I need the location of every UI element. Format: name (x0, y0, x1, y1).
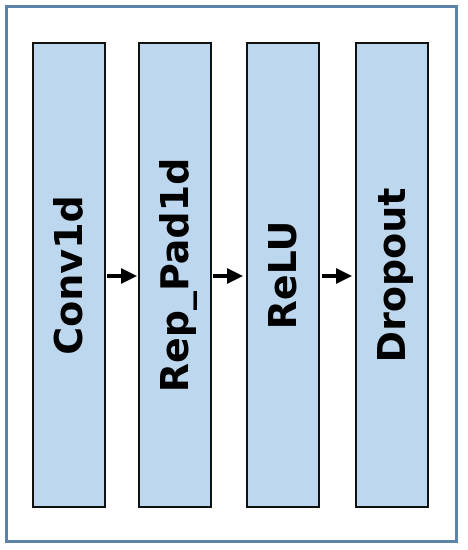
right-arrow-icon (107, 268, 137, 284)
rep-pad1d-label: Rep_Pad1d (153, 157, 197, 393)
conv1d-block: Conv1d (32, 42, 106, 508)
conv1d-label: Conv1d (47, 195, 91, 355)
relu-block: ReLU (246, 42, 320, 508)
dropout-label: Dropout (370, 187, 414, 363)
rep-pad1d-block: Rep_Pad1d (138, 42, 212, 508)
dropout-block: Dropout (355, 42, 429, 508)
right-arrow-icon (322, 268, 352, 284)
right-arrow-icon (213, 268, 243, 284)
relu-label: ReLU (261, 220, 305, 330)
